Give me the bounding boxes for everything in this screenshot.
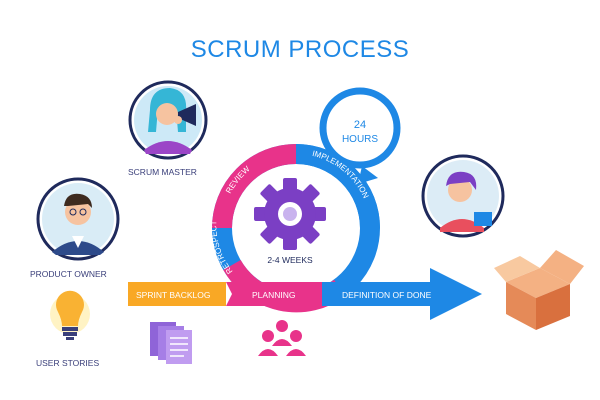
box-icon <box>494 250 584 330</box>
daily-number: 24 <box>354 119 366 131</box>
page-title: SCRUM PROCESS <box>190 36 410 63</box>
cycle-segment-implementation <box>295 144 380 229</box>
daily-unit: HOURS <box>342 134 378 145</box>
scrum-master-label: SCRUM MASTER <box>128 167 197 177</box>
lightbulb-icon <box>50 290 90 340</box>
daily-cycle-ring <box>319 87 401 169</box>
team-icon <box>258 320 306 356</box>
user-stories-label: USER STORIES <box>36 358 99 368</box>
flow-label-planning: PLANNING <box>252 290 295 300</box>
documents-icon <box>150 322 192 364</box>
product-owner-avatar <box>36 177 120 261</box>
flow-label-backlog: SPRINT BACKLOG <box>136 290 210 300</box>
flow-label-done: DEFINITION OF DONE <box>342 290 432 300</box>
duration-label: 2-4 WEEKS <box>267 255 313 265</box>
developer-avatar <box>421 154 505 238</box>
flow-arrow: SPRINT BACKLOG PLANNING DEFINITION OF DO… <box>128 268 482 320</box>
scrum-master-avatar <box>128 80 208 160</box>
product-owner-label: PRODUCT OWNER <box>30 269 107 279</box>
gear-icon <box>254 178 326 250</box>
daily-cycle: 24 HOURS <box>319 87 401 169</box>
flow-segment-backlog <box>128 282 226 306</box>
cycle-arrow-head <box>358 166 378 184</box>
flow-segment-planning <box>226 282 322 306</box>
flow-segment-done <box>322 268 482 320</box>
cycle-segment-review <box>212 144 297 229</box>
